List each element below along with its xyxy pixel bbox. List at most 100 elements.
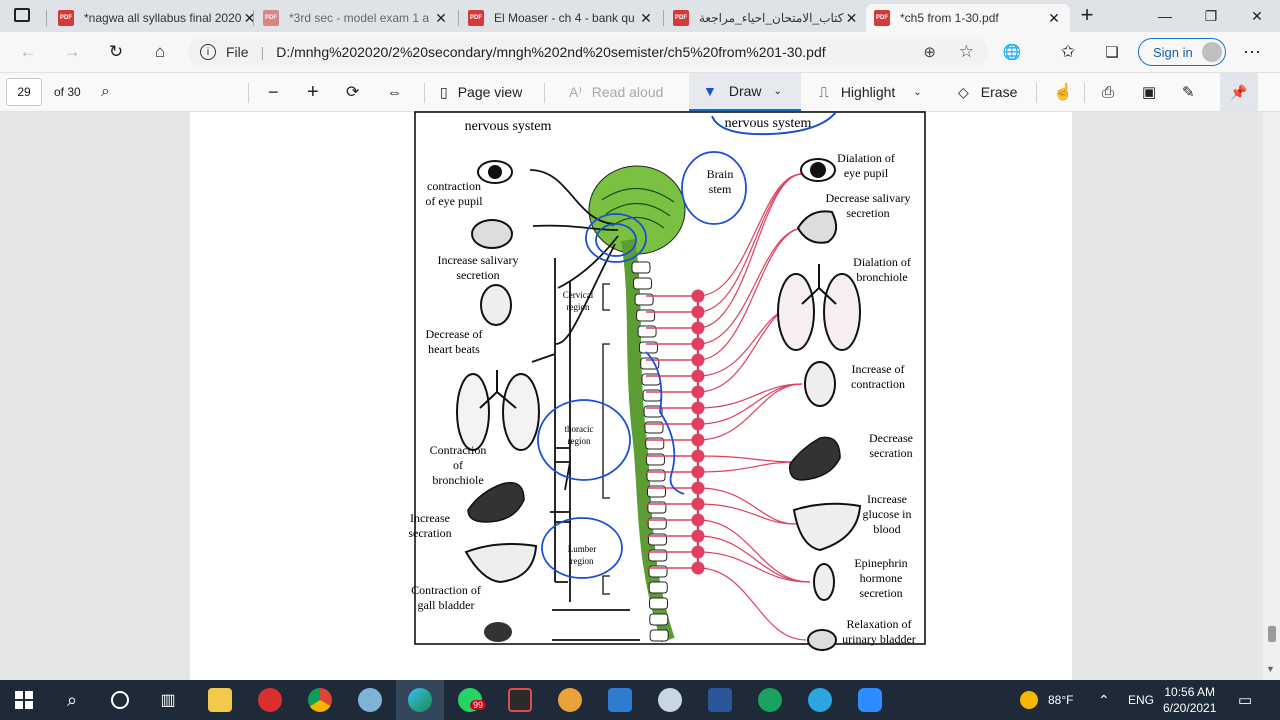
sympathetic-nerve-path [697, 227, 805, 361]
forward-button[interactable]: → [63, 42, 81, 61]
vertebra [636, 309, 656, 322]
clock[interactable]: 10:56 AM 6/20/2021 [1163, 680, 1216, 720]
save-as-icon[interactable]: ✎ [1182, 84, 1195, 101]
liver-right-icon [792, 502, 862, 552]
task-view-icon[interactable]: ▥ [160, 692, 176, 709]
print-icon[interactable]: ⎙ [1102, 83, 1115, 101]
close-window-button[interactable]: ✕ [1251, 7, 1263, 24]
zoom-icon[interactable]: ⊕ [923, 44, 936, 61]
tab-active[interactable]: PDF*ch5 from 1-30.pdf✕ [866, 4, 1070, 32]
vertebra [644, 421, 664, 434]
draw-button[interactable]: ▼Draw⌄ [689, 73, 801, 111]
vertebra [649, 629, 669, 642]
touch-write-icon[interactable]: ☝ [1053, 84, 1073, 101]
search-icon[interactable]: ⌕ [66, 689, 78, 710]
start-windows-icon[interactable] [0, 680, 48, 720]
fit-page-icon[interactable]: ⇔ [387, 83, 402, 101]
zoom-out-button[interactable]: − [268, 81, 279, 102]
pen-annotations [537, 151, 747, 579]
tab-2[interactable]: PDF*3rd sec - model exam 1 a✕ [255, 4, 457, 32]
vertebra [634, 293, 654, 306]
zoom-in-button[interactable]: + [307, 80, 319, 103]
close-tab-icon[interactable]: ✕ [435, 9, 447, 26]
notification-center-icon[interactable]: ▭ [1238, 692, 1253, 709]
close-tab-icon[interactable]: ✕ [640, 9, 652, 26]
read-aloud-button[interactable]: A⁾Read aloud [569, 73, 663, 111]
save-icon[interactable]: ▣ [1142, 84, 1157, 101]
app-ribbon-icon[interactable] [496, 680, 544, 720]
app-fruit-icon[interactable] [546, 680, 594, 720]
favorites-icon[interactable]: ✩ [1060, 42, 1076, 61]
stomach-right-icon [789, 436, 841, 481]
back-button[interactable]: ← [19, 42, 37, 61]
close-tab-icon[interactable]: ✕ [243, 9, 256, 26]
weather-temp: 88°F [1048, 693, 1074, 707]
tab-bar: PDF*nagwa all syllabus final 2020✕ PDF*3… [0, 0, 1280, 32]
zoom-app-icon[interactable] [846, 680, 894, 720]
scroll-thumb[interactable] [1268, 626, 1276, 642]
app-red-icon[interactable] [246, 680, 294, 720]
whatsapp-icon[interactable]: 99 [446, 680, 494, 720]
pdf-viewer: nervous system nervous system [0, 111, 1280, 680]
cortana-icon[interactable] [96, 680, 144, 720]
more-menu-icon[interactable]: ⋯ [1243, 41, 1261, 62]
erase-button[interactable]: ◇Erase [958, 73, 1017, 111]
chevron-down-icon[interactable]: ⌄ [913, 86, 922, 98]
app-green-circle-icon[interactable] [746, 680, 794, 720]
chevron-down-icon[interactable]: ⌄ [773, 85, 782, 97]
edge-icon[interactable] [396, 680, 444, 720]
app-bird-icon[interactable] [646, 680, 694, 720]
info-icon[interactable]: i [200, 44, 216, 60]
sympathetic-nerve-path [697, 173, 803, 329]
tab-actions-icon[interactable] [14, 8, 30, 22]
extension-icon[interactable]: 🌐 [1002, 44, 1022, 61]
vertical-scrollbar[interactable]: ▼ [1263, 112, 1280, 680]
find-icon[interactable]: ⌕ [101, 83, 110, 100]
sign-in-button[interactable]: Sign in [1138, 38, 1226, 66]
pin-toolbar-icon[interactable]: 📌 [1220, 73, 1258, 111]
collections-icon[interactable]: ❏ [1105, 44, 1119, 61]
tab-title: *3rd sec - model exam 1 a [289, 11, 430, 25]
weather-widget[interactable]: 88°F [1020, 680, 1073, 720]
vertebrae [631, 261, 669, 642]
page-number-input[interactable]: 29 [6, 78, 42, 106]
file-explorer-icon[interactable] [196, 680, 244, 720]
vertebra [633, 277, 653, 290]
show-hidden-icons-icon[interactable]: ⌃ [1098, 691, 1110, 708]
new-tab-button[interactable]: + [1080, 2, 1094, 27]
language-indicator[interactable]: ENG [1128, 693, 1155, 707]
close-tab-icon[interactable]: ✕ [845, 9, 858, 26]
vertebra [648, 581, 668, 594]
chrome-icon[interactable] [296, 680, 344, 720]
tab-1[interactable]: PDF*nagwa all syllabus final 2020✕ [50, 4, 255, 32]
url-text[interactable]: D:/mnhg%202020/2%20secondary/mngh%202nd%… [276, 44, 826, 60]
lungs-right-icon [777, 264, 861, 351]
tab-title: *nagwa all syllabus final 2020 [84, 11, 242, 25]
scroll-down-arrow[interactable]: ▼ [1266, 664, 1275, 674]
restore-button[interactable]: ❐ [1204, 7, 1218, 24]
telegram-icon[interactable] [796, 680, 844, 720]
word-icon[interactable] [696, 680, 744, 720]
address-bar[interactable]: i File | D:/mnhg%202020/2%20secondary/mn… [188, 37, 988, 67]
rotate-icon[interactable]: ⟳ [346, 84, 360, 101]
refresh-button[interactable]: ↻ [108, 42, 124, 61]
home-button[interactable]: ⌂ [154, 42, 166, 61]
highlight-button[interactable]: ⎍Highlight⌄ [819, 73, 922, 111]
paint-icon[interactable] [346, 680, 394, 720]
favorite-star-icon[interactable]: ☆ [958, 42, 974, 61]
page-view-button[interactable]: ▯Page view [440, 73, 522, 111]
clock-date: 6/20/2021 [1163, 701, 1217, 715]
app-blue-icon[interactable] [596, 680, 644, 720]
close-tab-icon[interactable]: ✕ [1048, 9, 1060, 26]
clock-time: 10:56 AM [1164, 685, 1216, 699]
minimize-button[interactable]: — [1158, 8, 1172, 24]
